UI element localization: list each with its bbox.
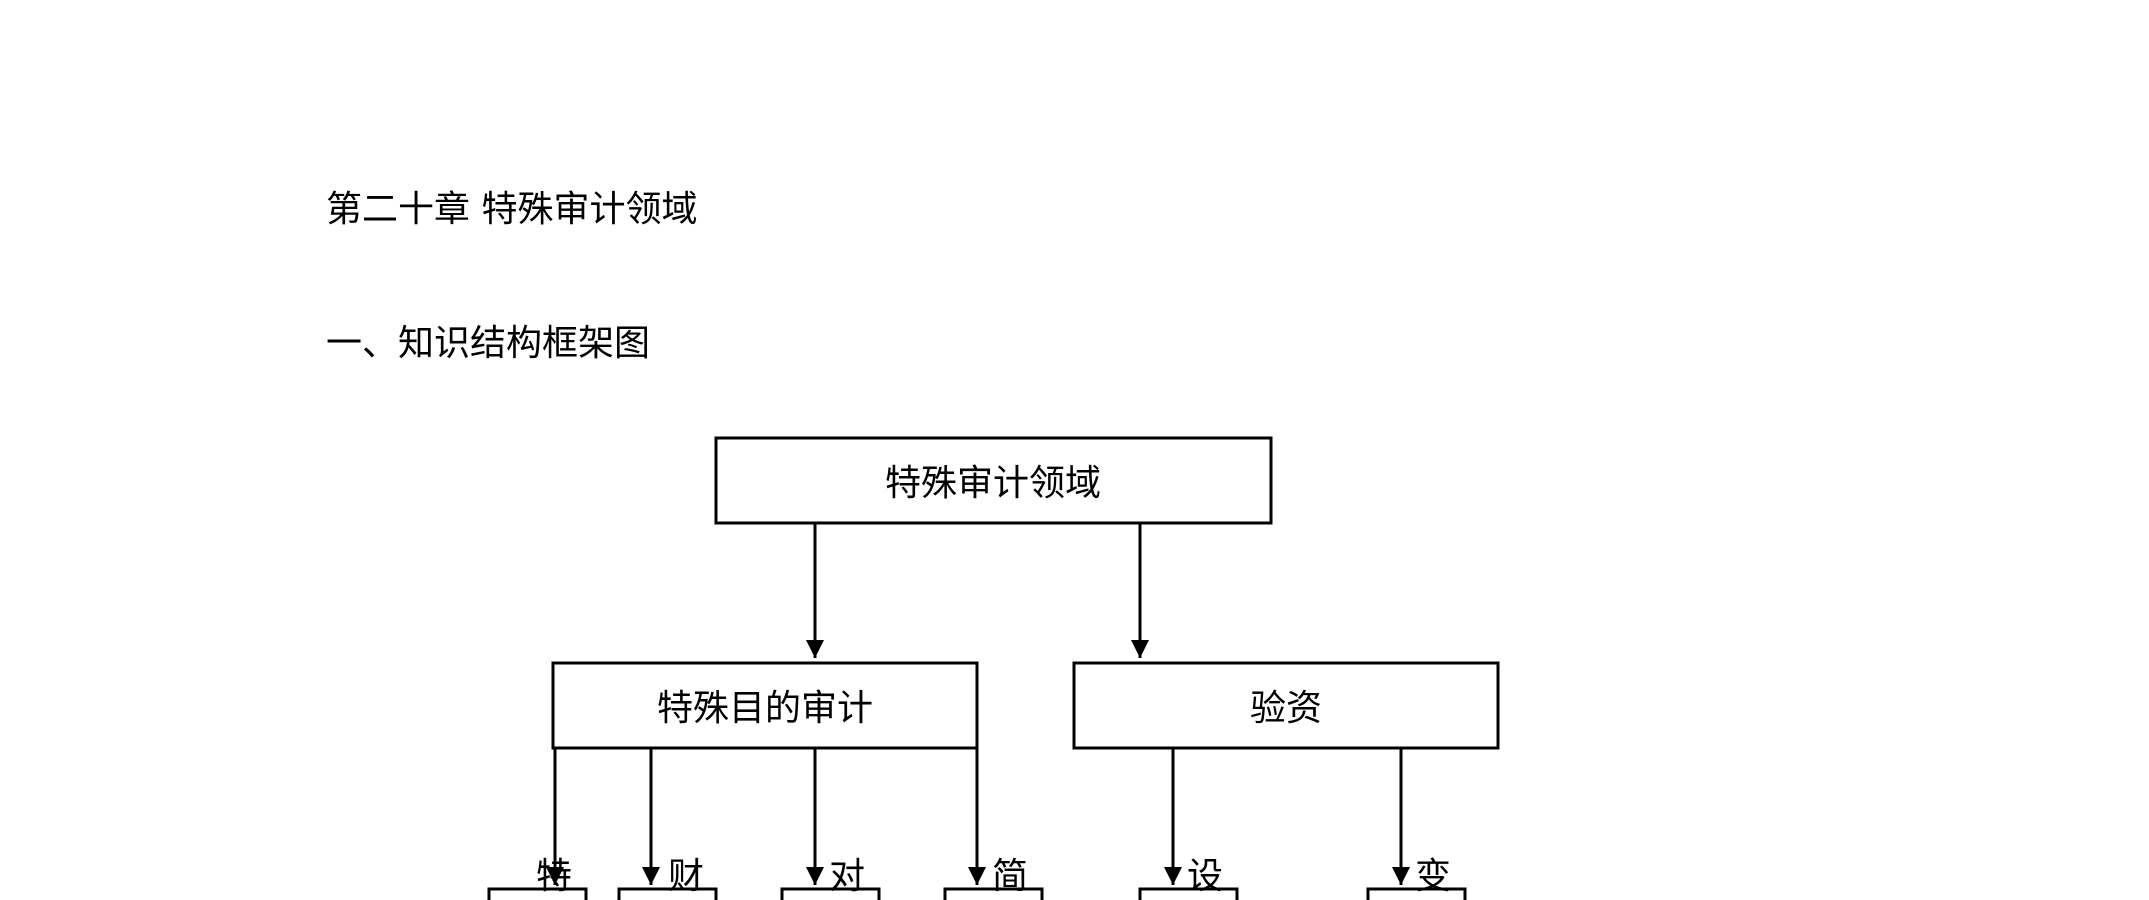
child-node-5: 设 bbox=[1138, 856, 1239, 900]
branch-node-capital-verification: 验资 bbox=[1072, 661, 1500, 750]
child-label-5: 设 bbox=[1187, 856, 1223, 897]
child-node-2: 财 bbox=[617, 856, 718, 900]
root-node-label: 特殊审计领域 bbox=[885, 463, 1101, 504]
child-node-3: 对 bbox=[780, 856, 881, 900]
child-node-6: 变 bbox=[1366, 856, 1467, 900]
branch-label-capital-verification: 验资 bbox=[1250, 688, 1322, 729]
child-label-6: 变 bbox=[1415, 856, 1451, 897]
child-label-3: 对 bbox=[829, 856, 865, 897]
child-node-1: 特 bbox=[487, 856, 588, 900]
child-label-2: 财 bbox=[668, 856, 704, 897]
child-node-4: 简 bbox=[943, 856, 1044, 900]
chapter-title: 第二十章 特殊审计领域 bbox=[326, 189, 698, 230]
child-label-1: 特 bbox=[536, 856, 572, 897]
child-label-4: 简 bbox=[992, 856, 1028, 897]
section-title: 一、知识结构框架图 bbox=[326, 323, 651, 364]
root-node: 特殊审计领域 bbox=[714, 436, 1273, 525]
branch-node-special-purpose-audit: 特殊目的审计 bbox=[551, 661, 979, 750]
branch-label-special-purpose-audit: 特殊目的审计 bbox=[657, 688, 873, 729]
